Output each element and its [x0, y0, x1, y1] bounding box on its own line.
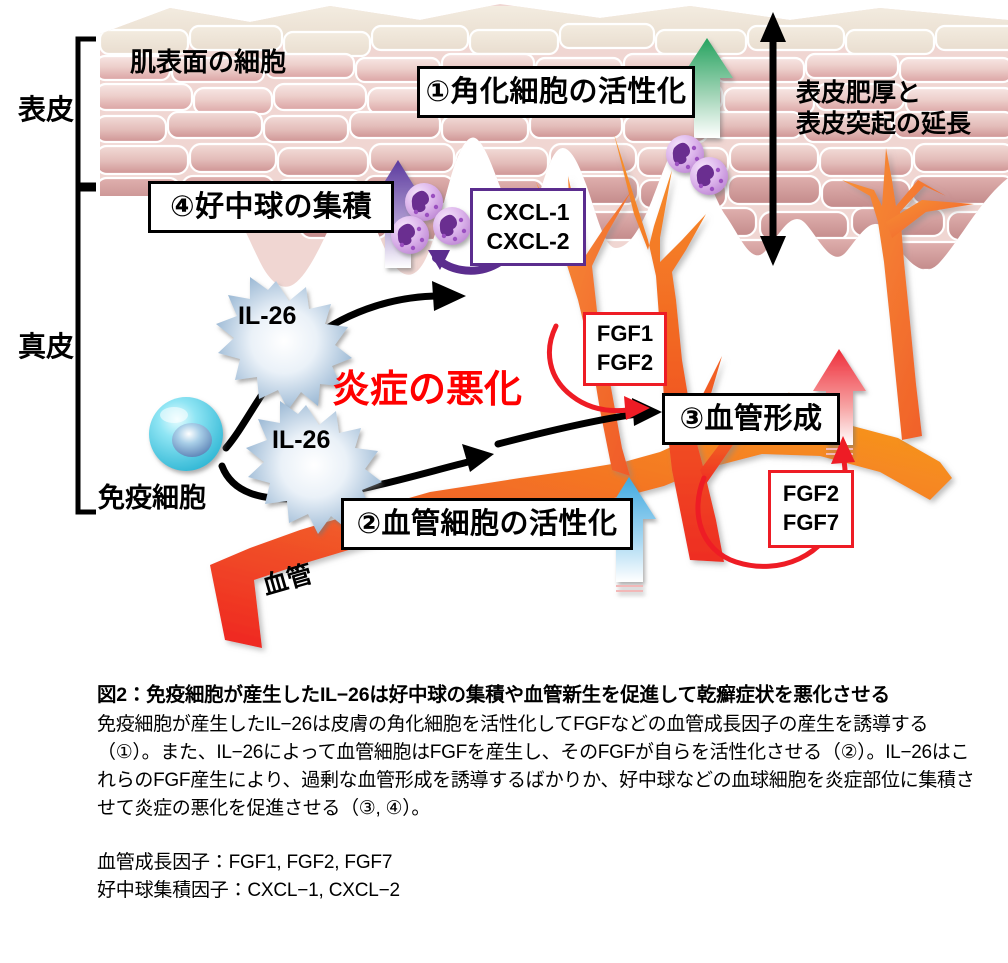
step2-vascular-cell-activation-box[interactable]: ②血管細胞の活性化: [341, 498, 633, 550]
neutrophil-group-right: [666, 135, 728, 195]
neutrophil-group-left: [391, 183, 471, 254]
fgf2-label-upper: FGF2: [596, 350, 654, 375]
il26-lower-label: IL-26: [272, 426, 331, 454]
epidermis-layer-label: 表皮: [18, 94, 75, 125]
step1-keratinocyte-activation-box[interactable]: ①角化細胞の活性化: [417, 66, 695, 118]
caption-body: 免疫細胞が産生したIL−26は皮膚の角化細胞を活性化してFGFなどの血管成長因子…: [97, 714, 975, 820]
cxcl-chemokine-box: CXCL-1 CXCL-2: [470, 188, 586, 266]
fgf7-label: FGF7: [782, 510, 840, 535]
inflammation-worsening-label: 炎症の悪化: [332, 369, 523, 411]
skin-diagram: 表皮 真皮 肌表面の細胞 ①角化細胞の活性化 ④好中球の集積 ②血管細胞の活性化…: [18, 4, 1008, 648]
fgf-upper-arrow: [547, 323, 650, 420]
step3-angiogenesis-box[interactable]: ③血管形成: [662, 393, 840, 445]
fgf1-label: FGF1: [596, 321, 654, 347]
caption-factor-list: 血管成長因子：FGF1, FGF2, FGF7 好中球集積因子：CXCL−1, …: [97, 849, 977, 906]
caption-title: 図2：免疫細胞が産生したIL−26は好中球の集積や血管新生を促進して乾癬症状を悪…: [97, 684, 890, 706]
fgf-upper-box: FGF1 FGF2: [583, 312, 667, 386]
neutrophil-factor-list: 好中球集積因子：CXCL−1, CXCL−2: [97, 880, 400, 902]
il26-burst-upper: [216, 277, 352, 410]
epidermis-thickness-arrow: [760, 12, 786, 266]
growth-factor-list: 血管成長因子：FGF1, FGF2, FGF7: [97, 851, 393, 873]
capillary-loop-left: [536, 176, 632, 476]
thickening-line-1: 表皮肥厚と: [796, 79, 922, 107]
thickening-line-2: 表皮突起の延長: [796, 109, 972, 138]
cxcl-1-label: CXCL-1: [486, 198, 570, 225]
figure-caption: 図2：免疫細胞が産生したIL−26は好中球の集積や血管新生を促進して乾癬症状を悪…: [97, 681, 977, 906]
capillary-loop-right: [842, 148, 974, 440]
il26-upper-label: IL-26: [238, 302, 297, 330]
fgf2-label-lower: FGF2: [782, 481, 840, 507]
step4-neutrophil-accumulation-box[interactable]: ④好中球の集積: [148, 181, 394, 233]
surface-cells-label: 肌表面の細胞: [130, 47, 287, 77]
immune-cell-label: 免疫細胞: [98, 483, 206, 513]
fgf-lower-box: FGF2 FGF7: [768, 470, 854, 548]
cxcl-2-label: CXCL-2: [486, 228, 570, 254]
epidermal-thickening-label: 表皮肥厚と 表皮突起の延長: [796, 78, 1006, 139]
epidermis-bracket: [75, 36, 96, 188]
capillary-loop-center: [614, 134, 790, 562]
dermis-layer-label: 真皮: [18, 331, 75, 362]
dermis-bracket: [75, 186, 96, 515]
immune-cell: [149, 397, 223, 471]
